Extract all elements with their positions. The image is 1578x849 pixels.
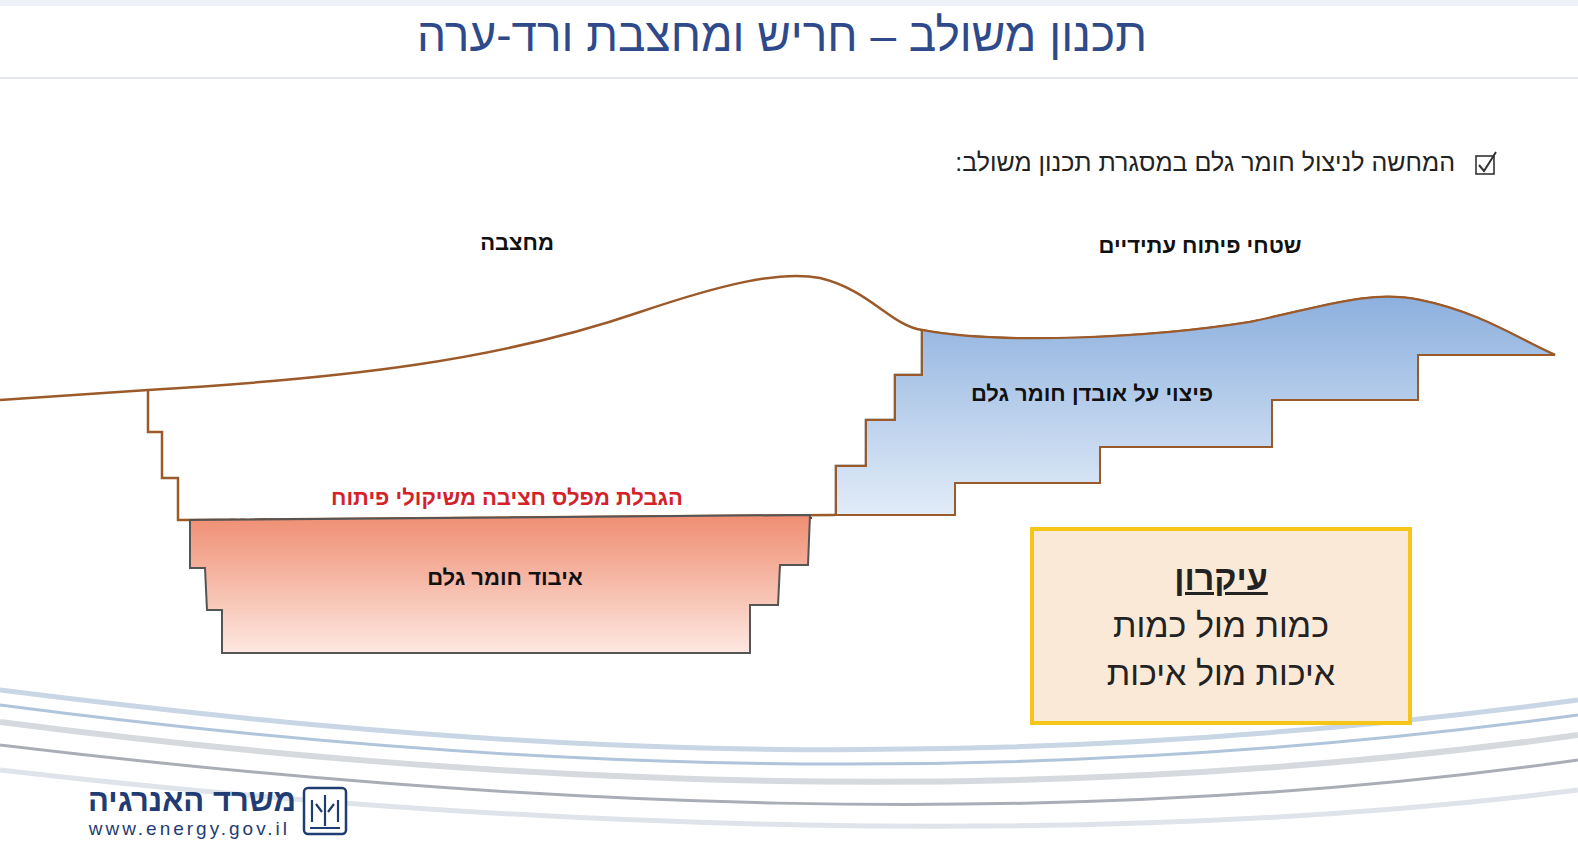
limit-note: הגבלת מפלס חציבה משיקולי פיתוח [328, 485, 686, 511]
area-label: איבוד חומר גלם [427, 565, 583, 591]
emblem-icon [304, 788, 346, 834]
principle-box: עיקרוןכמות מול כמות איכות מול איכות [1030, 527, 1412, 725]
compensation-area: פיצוי על אובדן חומר גלם [830, 288, 1560, 520]
header-line [0, 77, 1578, 79]
area-heading: שטחי פיתוח עתידיים [1098, 233, 1301, 259]
ministry-logo-text: משרד האנרגיה [88, 783, 296, 819]
bullet-text: המחשה לניצול חומר גלם במסגרת תכנון משולב… [955, 148, 1455, 177]
principle-heading: עיקרון [1174, 555, 1268, 603]
slide-title: תכנון משולב – חריש ומחצבת ורד-ערה [417, 8, 1147, 62]
quarry-outline [148, 390, 835, 520]
ministry-url: www.energy.gov.il [89, 818, 290, 840]
shape-fill [836, 297, 1555, 515]
area-heading: מחצבה [480, 230, 554, 256]
shape-fill [190, 515, 810, 653]
checkbox-icon [1476, 152, 1496, 174]
principle-body: כמות מול כמות איכות מול איכות [1091, 602, 1351, 697]
loss-area: איבוד חומר גלם [185, 510, 817, 657]
header-band [0, 0, 1578, 6]
area-label: פיצוי על אובדן חומר גלם [971, 381, 1213, 407]
